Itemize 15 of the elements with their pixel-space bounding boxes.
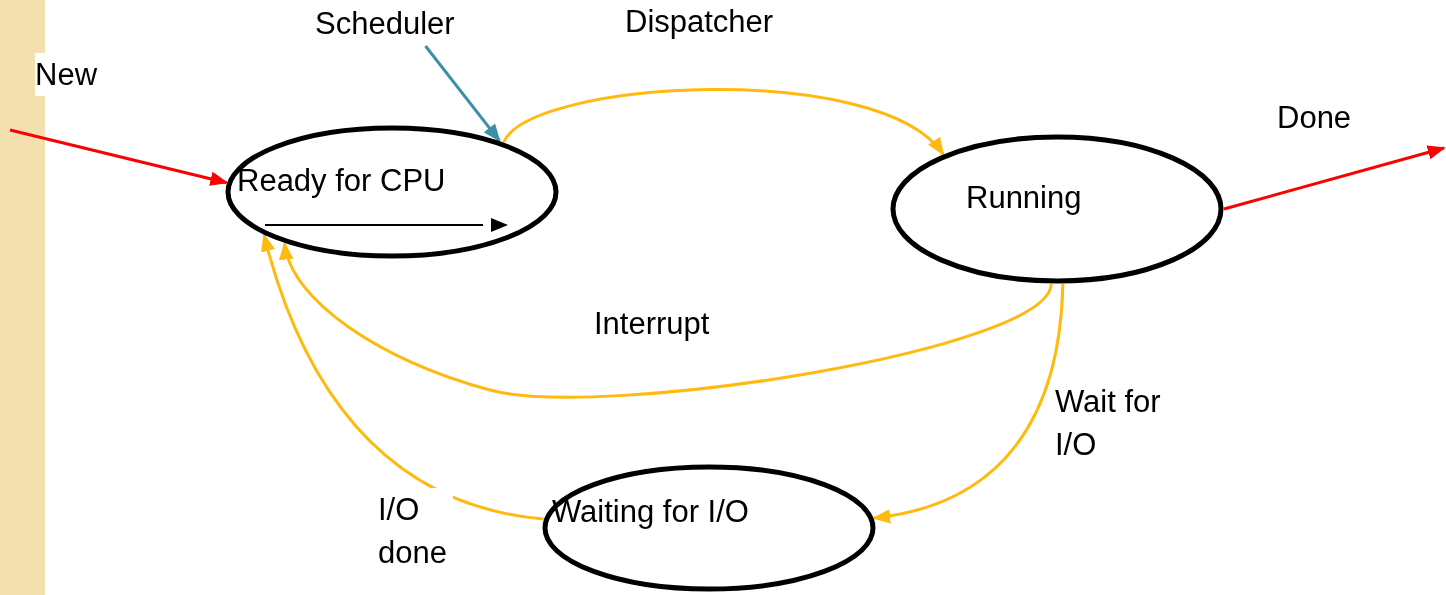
state-ellipse xyxy=(890,134,1224,284)
state-label: Waiting for I/O xyxy=(552,494,749,530)
state-label: Running xyxy=(966,180,1082,216)
arrow xyxy=(261,233,544,521)
arrow xyxy=(872,283,1065,523)
state-label: Ready for CPU xyxy=(237,163,446,199)
annotation-text: Scheduler xyxy=(315,6,455,42)
arrow xyxy=(424,45,501,143)
arrow xyxy=(281,241,1053,399)
edge-label: New xyxy=(35,53,97,97)
arrow xyxy=(9,128,229,186)
state-ellipse xyxy=(225,125,559,259)
arrow xyxy=(502,88,945,156)
state-ellipse xyxy=(542,464,876,592)
arrow xyxy=(1223,145,1446,211)
